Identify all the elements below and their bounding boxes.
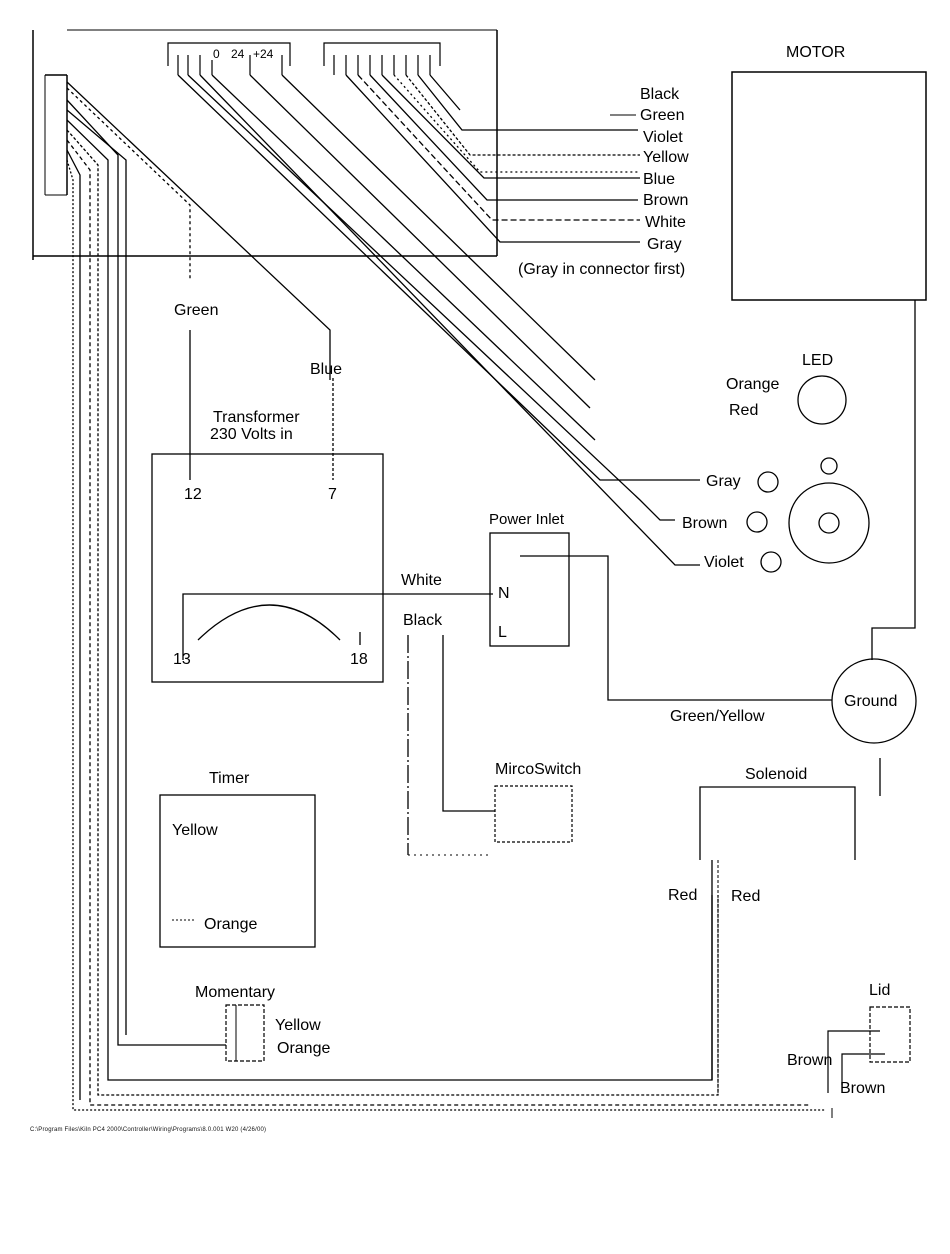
black-wire [442,635,495,812]
power-inlet-l: L [498,624,507,641]
momentary-wire-yellow: Yellow [275,1017,321,1034]
selector-terminal-gray [757,471,779,493]
connector-left [167,42,291,75]
transformer-title-2: 230 Volts in [210,426,293,443]
power-inlet-n: N [498,585,510,602]
ground-circle [831,658,917,744]
pin-label-24: 24 [231,47,245,61]
green-wire-label: Green [174,302,219,319]
motor-ground-wire [871,300,916,660]
wire-list-note: (Gray in connector first) [518,261,686,278]
selector-gray-label: Gray [706,473,741,490]
wire-label-violet: Violet [643,129,683,146]
motor-title: MOTOR [786,44,846,61]
transformer-box [151,453,384,683]
transformer-winding [197,604,341,641]
selector-indicator [820,457,838,475]
wire-label-gray: Gray [647,236,682,253]
blue-wire-label: Blue [310,361,343,378]
lid-wire-brown-1: Brown [787,1052,833,1069]
selector-brown-label: Brown [682,515,728,532]
solenoid-label: Solenoid [745,766,808,783]
led-color-orange: Orange [726,376,780,393]
white-wire-label: White [401,572,442,589]
momentary-wire-orange: Orange [277,1040,331,1057]
ground-label: Ground [844,693,898,710]
selector-violet-label: Violet [704,554,744,571]
solenoid-outline [699,786,856,860]
terminal-12: 12 [184,486,202,503]
microswitch-box [494,785,573,843]
microswitch-label: MircoSwitch [495,761,582,778]
led-color-red: Red [729,402,759,419]
lid-wire-1 [827,1030,880,1093]
lid-title: Lid [869,982,891,999]
lid-switch-box [869,1006,911,1063]
white-wire [182,593,493,660]
selector-dial [788,482,870,564]
timer-wire-orange: Orange [204,916,258,933]
selector-terminal-violet [760,551,782,573]
selector-center [818,512,840,534]
connector-right [323,42,441,75]
footer-file-path: C:\Program Files\Kiln PC4 2000\Controlle… [30,1127,267,1133]
pin-label-plus24: +24 [253,47,274,61]
solenoid-wire-red-left: Red [668,887,698,904]
terminal-18: 18 [350,651,368,668]
pin-label-0: 0 [213,47,220,61]
wire-label-green: Green [640,107,685,124]
timer-wire-yellow: Yellow [172,822,218,839]
wire-label-black: Black [640,86,680,103]
diagonal-wires [66,74,700,566]
transformer-title-1: Transformer [213,409,300,426]
timer-box [159,794,316,948]
green-yellow-wire [520,555,832,701]
led-circle [797,375,847,425]
momentary-title: Momentary [195,984,276,1001]
terminal-13: 13 [173,651,191,668]
terminal-7: 7 [328,486,337,503]
momentary-switch [225,1004,265,1062]
green-yellow-label: Green/Yellow [670,708,765,725]
power-inlet-title: Power Inlet [489,511,565,528]
selector-terminal-brown [746,511,768,533]
solenoid-wire-red-right: Red [731,888,761,905]
left-harness [66,99,825,1111]
wire-label-brown: Brown [643,192,689,209]
black-wire-label: Black [403,612,443,629]
motor-wires [345,74,640,243]
wire-label-blue: Blue [643,171,676,188]
wire-label-yellow: Yellow [643,149,689,166]
motor-box [731,71,927,301]
lid-wire-2 [841,1053,885,1085]
led-title: LED [802,352,834,369]
wire-label-white: White [645,214,686,231]
timer-title: Timer [209,770,250,787]
lid-wire-brown-2: Brown [840,1080,886,1097]
